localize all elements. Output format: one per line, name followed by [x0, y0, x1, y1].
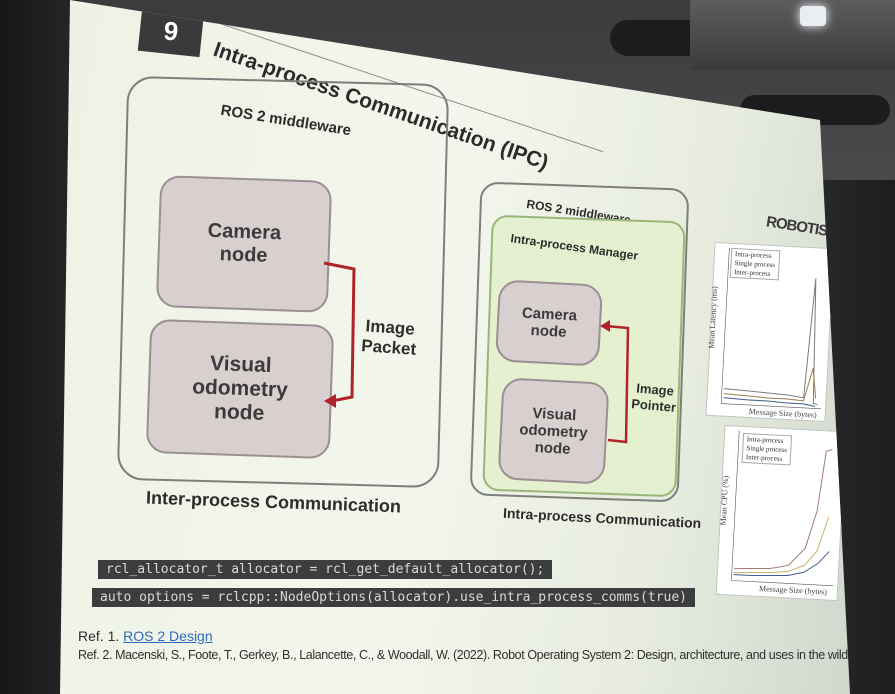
projector: [690, 0, 895, 70]
right-caption: Intra-process Communication: [502, 504, 702, 532]
projection-screen: 9 Intra-process Communication (IPC) ROBO…: [60, 0, 851, 694]
right-vo-node-line3: node: [534, 438, 571, 458]
right-pointer-arrow: [600, 320, 630, 444]
code-line-1: rcl_allocator_t allocator = rcl_get_defa…: [98, 560, 553, 579]
latency-plot-lines: [720, 247, 822, 410]
right-camera-node-line2: node: [530, 322, 567, 341]
left-camera-node: Camera node: [155, 175, 333, 313]
code-line-2: auto options = rclcpp::NodeOptions(alloc…: [92, 588, 695, 607]
left-packet-arrow: [323, 261, 356, 408]
cpu-plot: Intra-process Single process Inter-proce…: [715, 424, 847, 602]
right-camera-node: Camera node: [494, 279, 604, 367]
right-arrow-label: Image Pointer: [631, 380, 678, 415]
cpu-plot-lines: [731, 430, 834, 587]
reference-2: Ref. 2. Macenski, S., Foote, T., Gerkey,…: [78, 648, 851, 662]
left-camera-node-line1: Camera: [207, 219, 282, 245]
left-arrow-label: Image Packet: [361, 316, 419, 361]
left-arrow-label-line2: Packet: [360, 336, 417, 360]
reference-1-prefix: Ref. 1.: [78, 628, 120, 644]
left-vo-node-line1: Visual: [209, 351, 272, 378]
ceiling-light: [800, 6, 826, 26]
left-vo-node: Visual odometry node: [145, 318, 335, 460]
right-vo-node: Visual odometry node: [497, 377, 610, 485]
left-caption: Inter-process Communication: [145, 487, 402, 517]
left-vo-node-line2: odometry: [191, 375, 289, 402]
latency-legend: Intra-process Single process Inter-proce…: [729, 247, 780, 281]
reference-1: Ref. 1. ROS 2 Design: [78, 628, 213, 644]
latency-plot: Intra-process Single process Inter-proce…: [705, 241, 835, 423]
right-camera-node-line1: Camera: [521, 304, 578, 325]
left-vo-node-line3: node: [213, 400, 265, 425]
left-camera-node-line2: node: [219, 243, 268, 267]
cpu-legend-item: Inter-process: [745, 452, 783, 463]
robotis-logo: ROBOTIS: [765, 213, 829, 240]
right-vo-node-line2: odometry: [518, 420, 589, 442]
latency-legend-item: Inter-process: [733, 267, 771, 278]
cpu-legend: Intra-process Single process Inter-proce…: [741, 432, 792, 466]
ros2-design-link[interactable]: ROS 2 Design: [123, 628, 213, 644]
